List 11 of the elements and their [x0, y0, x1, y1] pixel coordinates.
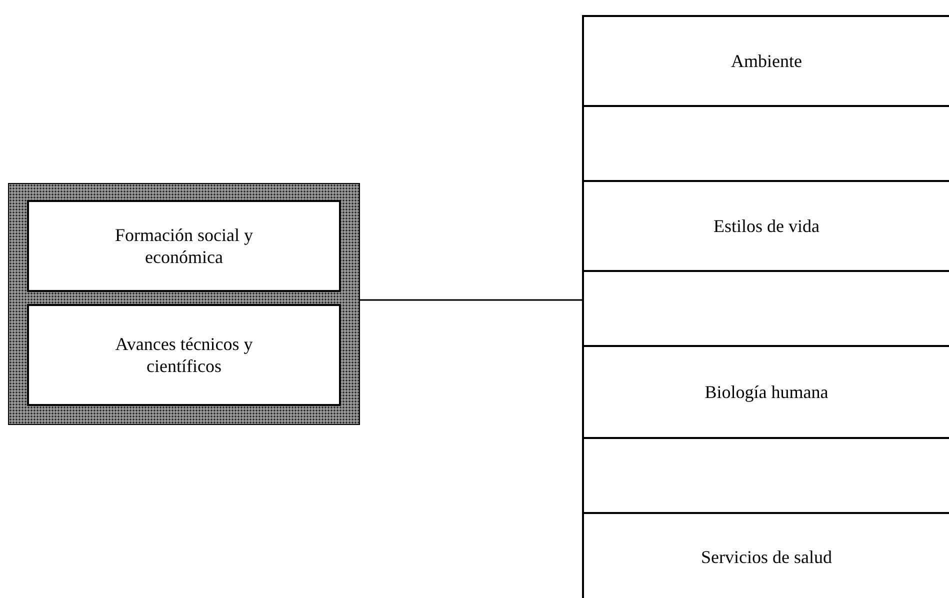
factor-box — [27, 200, 341, 292]
shaded-group-box — [8, 183, 360, 425]
node-label: Ambiente — [731, 50, 802, 72]
node-label: Estilos de vida — [714, 215, 820, 237]
factor-box — [27, 304, 341, 406]
node-label: Avances técnicos y científicos — [114, 333, 254, 377]
determinants-column — [582, 15, 949, 598]
node-label: Servicios de salud — [701, 546, 832, 568]
connector-line — [360, 299, 582, 301]
node-label: Formación social y económica — [114, 224, 254, 268]
node-label: Biología humana — [704, 381, 828, 403]
